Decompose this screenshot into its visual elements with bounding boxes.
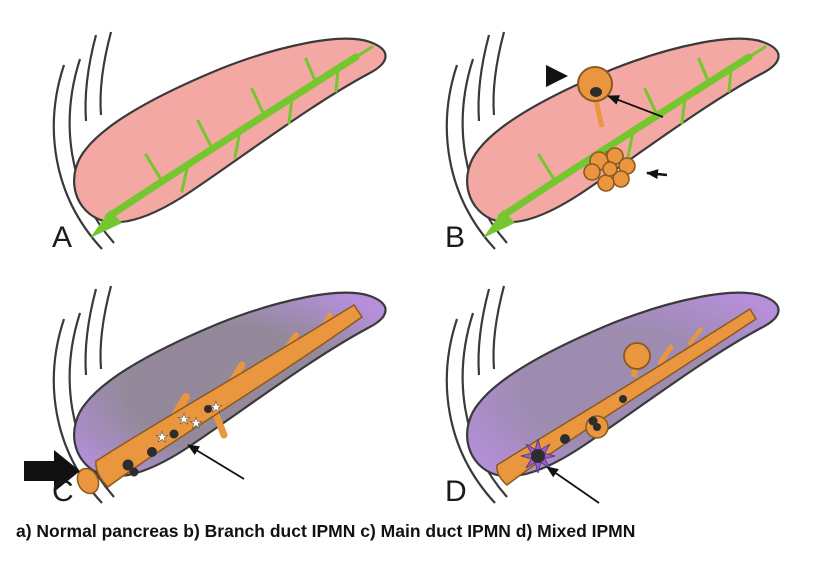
star-marker: ★ bbox=[177, 411, 190, 428]
panel-label-a: A bbox=[52, 221, 72, 254]
mural-nodules bbox=[122, 405, 212, 477]
panel-label-b: B bbox=[445, 221, 465, 254]
branch-duct-cyst bbox=[623, 342, 651, 370]
main-pancreatic-duct bbox=[497, 45, 767, 221]
duodenum-outline bbox=[52, 31, 115, 250]
star-marker: ★ bbox=[155, 429, 168, 446]
panel-a-normal-pancreas: A bbox=[52, 31, 387, 254]
figure-caption: a) Normal pancreas b) Branch duct IPMN c… bbox=[16, 521, 636, 541]
arrow-annotation-nodule bbox=[187, 444, 245, 480]
branch-duct-cyst bbox=[577, 66, 613, 102]
arrow-annotation-invasive-focus bbox=[546, 466, 600, 504]
duodenum-outline bbox=[445, 285, 508, 504]
arrowhead-annotation bbox=[546, 65, 568, 87]
pancreas-body-atrophic bbox=[465, 291, 780, 478]
panel-label-d: D bbox=[445, 475, 467, 508]
dilated-branch-stubs bbox=[657, 327, 703, 366]
mural-nodules bbox=[531, 395, 627, 463]
grape-like-cyst-cluster bbox=[583, 147, 636, 192]
dilated-main-duct bbox=[95, 303, 364, 488]
panel-d-mixed-ipmn: D bbox=[445, 285, 780, 508]
arrow-annotation-nodule bbox=[607, 95, 664, 118]
panel-b-branch-duct-ipmn: B bbox=[445, 31, 780, 254]
thick-arrow-annotation bbox=[24, 450, 80, 492]
star-marker: ★ bbox=[189, 415, 202, 432]
panel-label-c: C bbox=[52, 475, 74, 508]
mural-nodule bbox=[590, 87, 602, 97]
duodenum-outline bbox=[445, 31, 508, 250]
main-pancreatic-duct bbox=[104, 45, 374, 221]
panel-c-main-duct-ipmn: ★ ★ ★ ★ C bbox=[24, 285, 387, 508]
bulging-papilla bbox=[76, 467, 100, 495]
arrow-annotation-cluster bbox=[646, 169, 668, 180]
star-marker: ★ bbox=[209, 399, 222, 416]
